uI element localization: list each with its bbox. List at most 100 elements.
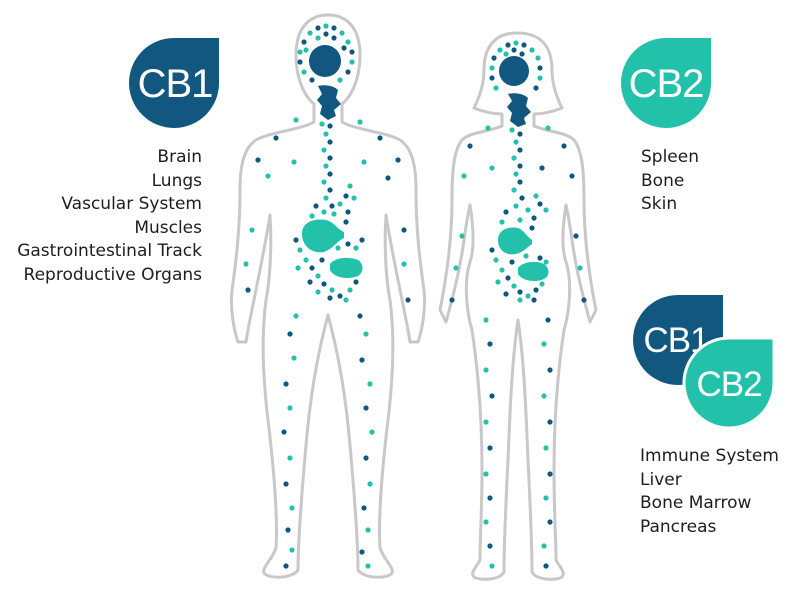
cb2-drop-shape	[621, 38, 712, 129]
cb2-receptor-dot	[321, 209, 327, 215]
cb1-receptor-dot	[359, 549, 365, 555]
female-receptor-dots	[449, 40, 587, 569]
cb1-receptor-dot	[345, 241, 351, 247]
cb2-receptor-dot	[483, 519, 489, 525]
cb1-receptor-dot	[327, 187, 333, 193]
cb2-receptor-dot	[497, 47, 503, 53]
cb2-receptor-dot	[489, 563, 495, 569]
cb2-receptor-dot	[511, 155, 517, 161]
cb2-receptor-dot	[367, 481, 373, 487]
cb1-receptor-dot	[511, 47, 517, 53]
female-brain-organ	[499, 56, 529, 86]
cb1-receptor-dot	[345, 209, 351, 215]
cb2-receptor-dot	[513, 203, 519, 209]
cb2-receptor-dot	[289, 547, 295, 553]
cb1-receptor-dot	[315, 25, 321, 31]
cb1-item: Gastrointestinal Track	[17, 241, 202, 261]
cb2-receptor-dot	[509, 127, 515, 133]
cb1-receptor-dot	[341, 45, 347, 51]
cb1-receptor-dot	[273, 135, 279, 141]
cb1-receptor-dot	[517, 179, 523, 185]
cb1-receptor-dot	[307, 279, 313, 285]
cb1-receptor-dot	[537, 201, 543, 207]
cb1-receptor-dot	[401, 227, 407, 233]
cb2-receptor-dot	[309, 213, 315, 219]
cb1-receptor-dot	[319, 257, 325, 263]
cb1-item: Lungs	[151, 170, 202, 191]
cb1-receptor-dot	[581, 297, 587, 303]
cb2-receptor-dot	[543, 259, 549, 265]
cb1-receptor-dot	[337, 293, 343, 299]
male-spleen-organ	[330, 257, 363, 278]
cb2-receptor-dot	[351, 195, 357, 201]
cb2-receptor-dot	[323, 23, 329, 29]
cb2-receptor-dot	[543, 495, 549, 501]
cb2-organ-list: Spleen Bone Skin	[641, 146, 699, 217]
female-spleen-organ	[518, 261, 549, 282]
cb2-receptor-dot	[483, 471, 489, 477]
cb2-receptor-dot	[323, 131, 329, 137]
cb1-receptor-dot	[385, 175, 391, 181]
both-item: Pancreas	[640, 516, 717, 537]
cb1-drop-shape	[129, 38, 220, 129]
cb1-receptor-dot	[331, 35, 337, 41]
cb1-receptor-dot	[327, 155, 333, 161]
cb1-receptor-dot	[359, 237, 365, 243]
male-body-outline	[230, 13, 426, 579]
cb1-receptor-dot	[327, 123, 333, 129]
cb2-receptor-dot	[489, 65, 495, 71]
cb2-receptor-dot	[525, 207, 531, 213]
cb1-receptor-dot	[517, 131, 523, 137]
cb2-item: Bone	[641, 170, 685, 191]
cb1-receptor-dot	[547, 471, 553, 477]
cb2-receptor-dot	[337, 201, 343, 207]
cb2-receptor-dot	[319, 121, 325, 127]
cb1-item: Brain	[157, 147, 202, 167]
cb2-receptor-dot	[543, 207, 549, 213]
cb2-receptor-dot	[347, 183, 353, 189]
cb2-badge: CB2	[621, 38, 712, 129]
cb2-item: Spleen	[641, 147, 699, 167]
cb1-receptor-dot	[543, 563, 549, 569]
cb1-receptor-dot	[377, 135, 383, 141]
cb2-receptor-dot	[483, 367, 489, 373]
cb2-receptor-dot	[343, 297, 349, 303]
cb2-receptor-dot	[323, 195, 329, 201]
cb1-badge-label: CB1	[138, 62, 213, 106]
cb1-receptor-dot	[569, 173, 575, 179]
cb1-receptor-dot	[327, 139, 333, 145]
cb2-receptor-dot	[517, 217, 523, 223]
cb1-receptor-dot	[283, 481, 289, 487]
cb2-receptor-dot	[511, 187, 517, 193]
cb1-item: Reproductive Organs	[23, 264, 202, 285]
cb2-receptor-dot	[287, 455, 293, 461]
cb1-receptor-dot	[503, 209, 509, 215]
cb2-receptor-dot	[369, 429, 375, 435]
cb2-receptor-dot	[483, 317, 489, 323]
cb2-receptor-dot	[353, 245, 359, 251]
both-item: Liver	[640, 469, 682, 490]
cb2-receptor-dot	[489, 165, 495, 171]
cb1-receptor-dot	[343, 193, 349, 199]
cb1-badge: CB1	[129, 38, 220, 129]
cb2-receptor-dot	[321, 179, 327, 185]
cb1-receptor-dot	[349, 49, 355, 55]
cb2-receptor-dot	[357, 119, 363, 125]
cb2-receptor-dot	[529, 47, 535, 53]
cb2-receptor-dot	[243, 261, 249, 267]
cb2-badge-label: CB2	[629, 62, 704, 106]
cb1-receptor-dot	[517, 163, 523, 169]
cb1-receptor-dot	[345, 69, 351, 75]
cb1-receptor-dot	[285, 527, 291, 533]
cb1-receptor-dot	[531, 297, 537, 303]
cb1-organ-list: Brain Lungs Vascular System Muscles Gast…	[17, 146, 202, 287]
cb1-receptor-dot	[487, 341, 493, 347]
female-spine-upper	[507, 93, 531, 127]
cb1-receptor-dot	[487, 543, 493, 549]
cb1-receptor-dot	[573, 233, 579, 239]
cb1-cb2-combined-badge: CB1 CB2	[633, 295, 776, 430]
cb2-receptor-dot	[297, 49, 303, 55]
cb2-receptor-dot	[533, 193, 539, 199]
female-body-outline	[438, 31, 598, 581]
